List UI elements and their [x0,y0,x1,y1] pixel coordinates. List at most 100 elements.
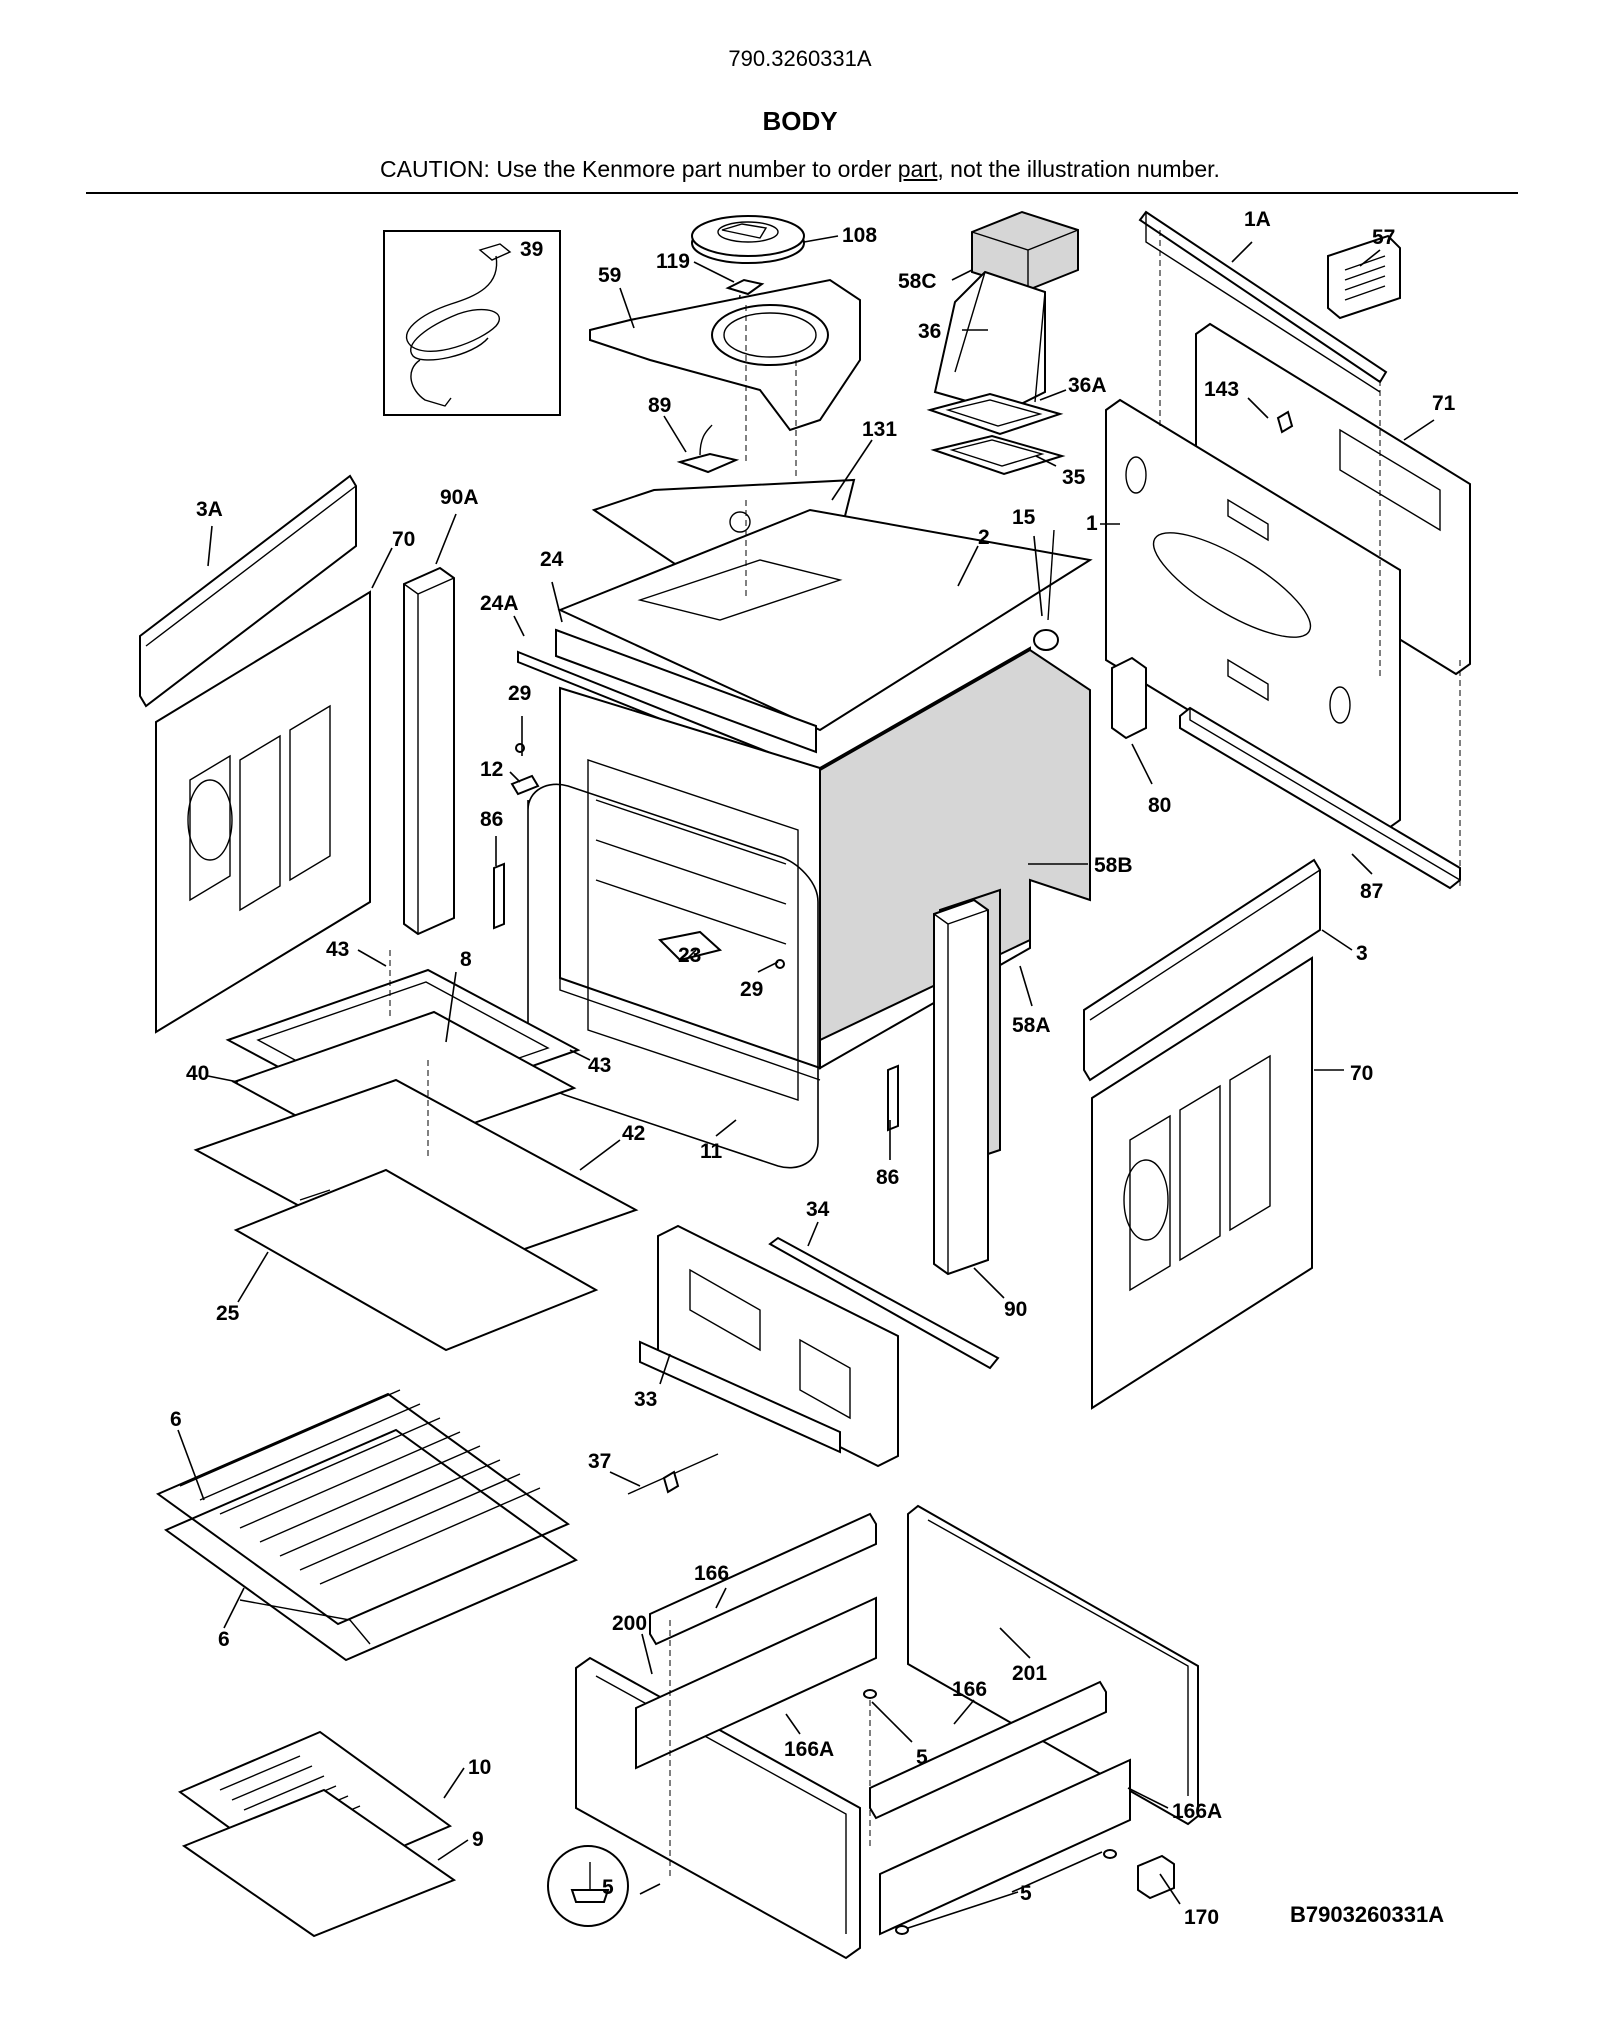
diagram-code: B7903260331A [1290,1902,1445,1927]
part-90-front-filler [933,898,989,1276]
label-87: 87 [1360,880,1383,903]
label-3A: 3A [196,498,223,521]
label-86-left: 86 [480,808,503,831]
part-90A-side-filler [403,566,455,936]
part-70-right-side-panel [1091,956,1313,1410]
part-5-leveling-leg-a [863,1689,877,1699]
part-86-hinge-left [493,862,505,930]
part-70-left-side-panel [155,590,371,1034]
part-36-vent-duct [933,270,1046,414]
label-131: 131 [862,418,897,441]
label-24: 24 [540,548,564,571]
label-119: 119 [656,250,690,273]
part-59-fan-housing [589,278,861,432]
part-6-oven-rack-upper [155,1389,571,1626]
alignment-guides [389,230,1461,1880]
label-89: 89 [648,394,671,417]
label-201: 201 [1012,1662,1047,1685]
label-34: 34 [806,1198,830,1221]
part-1-back-panel [1105,398,1401,832]
label-6-upper: 6 [170,1408,182,1431]
part-12-light-socket [510,774,540,796]
label-15: 15 [1012,506,1036,529]
label-166-right: 166 [952,1678,987,1701]
label-71: 71 [1432,392,1456,415]
label-25: 25 [216,1302,240,1325]
caution-text-start: CAUTION: Use the Kenmore part number to … [380,156,898,182]
label-1: 1 [1086,512,1098,535]
part-170-bracket [1137,1854,1175,1900]
label-35: 35 [1062,466,1086,489]
part-33-door-liner [639,1224,899,1468]
label-170: 170 [1184,1906,1219,1929]
model-number: 790.3260331A [728,46,872,71]
label-36: 36 [918,320,941,343]
part-166A-drawer-guide-right [879,1758,1131,1936]
part-5-leveling-leg-b [1103,1849,1117,1859]
label-29-upper: 29 [508,682,531,705]
part-34-door-trim [768,1236,1000,1370]
label-1A: 1A [1244,208,1271,231]
label-10: 10 [468,1756,491,1779]
label-3: 3 [1356,942,1368,965]
part-166-drawer-rail-left [649,1512,877,1646]
part-1A-rear-rail [1138,210,1388,393]
label-5-a: 5 [916,1746,928,1769]
diagram-title: BODY [762,106,838,136]
label-70-left: 70 [392,528,415,551]
label-86-right: 86 [876,1166,899,1189]
label-24A: 24A [480,592,519,615]
caution-part-link: part [897,156,938,182]
label-23: 23 [678,944,701,967]
label-5-inset: 5 [602,1876,614,1899]
label-70-right: 70 [1350,1062,1373,1085]
label-58A: 58A [1012,1014,1051,1037]
caution-note: CAUTION: Use the Kenmore part number to … [0,156,1600,183]
label-12: 12 [480,758,503,781]
part-15-sensor-probe [1033,529,1059,651]
part-166-drawer-rail-right [869,1680,1107,1820]
label-33: 33 [634,1388,657,1411]
part-36A-gasket [926,392,1064,436]
label-108: 108 [842,224,877,247]
label-43-right: 43 [588,1054,611,1077]
part-58B-insulation-blanket [819,648,1091,1042]
label-59: 59 [598,264,621,287]
label-166A-left: 166A [784,1738,834,1761]
label-39: 39 [520,238,543,261]
label-80: 80 [1148,794,1171,817]
label-42: 42 [622,1122,645,1145]
label-143: 143 [1204,378,1239,401]
label-11: 11 [700,1140,723,1163]
part-29-screw-lower [775,959,785,969]
part-25-bottom-plate [233,1168,599,1352]
label-8: 8 [460,948,472,971]
label-37: 37 [588,1450,611,1473]
label-166A-right: 166A [1172,1800,1222,1823]
label-57: 57 [1372,226,1395,249]
label-5-c: 5 [1020,1882,1032,1905]
label-58B: 58B [1094,854,1133,877]
label-9: 9 [472,1828,484,1851]
part-39-power-cord [383,230,561,416]
part-35-gasket [930,434,1066,476]
part-2-top-panel [557,508,1093,732]
caution-text-end: , not the illustration number. [937,156,1220,182]
leader-lines [177,235,1435,1929]
part-166A-drawer-guide-left [635,1596,877,1770]
part-58C-insulation [971,210,1079,292]
part-24-front-frame [555,628,817,754]
part-3A-left-rail [139,474,357,708]
part-89-switch [676,424,740,474]
part-5-leveling-leg-inset [547,1845,629,1927]
callout-labels: 39 108 119 59 58C 1A 57 36 36A 89 143 71… [170,208,1456,1929]
label-40: 40 [186,1062,209,1085]
label-58C: 58C [898,270,937,293]
part-86-hinge-right [887,1064,899,1132]
label-90A: 90A [440,486,479,509]
label-6-lower: 6 [218,1628,230,1651]
label-36A: 36A [1068,374,1107,397]
header-rule [86,192,1518,194]
part-5-leveling-leg-c [895,1925,909,1935]
